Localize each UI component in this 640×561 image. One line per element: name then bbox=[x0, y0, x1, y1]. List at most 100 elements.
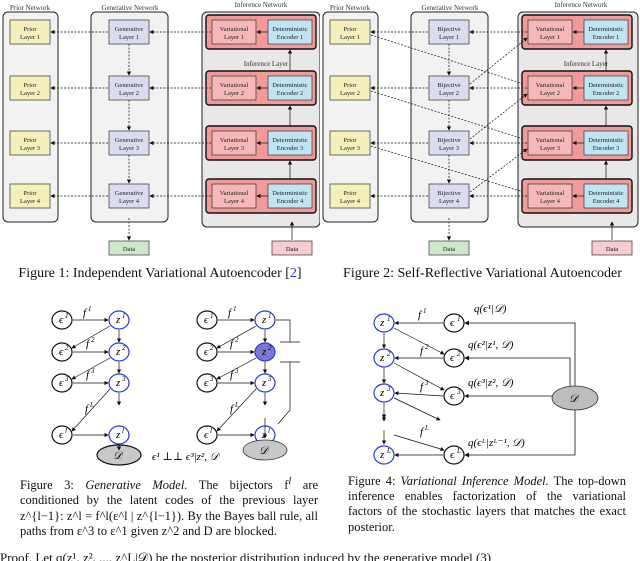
figure-2-caption: Figure 2: Self-Reflective Variational Au… bbox=[343, 266, 622, 281]
prior-layer-1-text: Prior bbox=[24, 26, 38, 33]
z-node-right-1 bbox=[254, 310, 276, 330]
prior-network-panel-2 bbox=[322, 11, 379, 223]
z-node-right-2-label: z bbox=[261, 346, 267, 358]
deterministic-encoder-1-text: Encoder 1 bbox=[593, 34, 620, 41]
bijective-layer-3 bbox=[428, 130, 470, 156]
epsilon-node-right-1-sup: 1 bbox=[210, 312, 214, 320]
z-node-2-sup: 2 bbox=[122, 344, 126, 352]
epsilon-node-right-2 bbox=[196, 342, 218, 362]
z-node-1-label: z bbox=[115, 314, 121, 326]
variational-layer-3-text: Variational bbox=[536, 137, 565, 144]
data-box-generative bbox=[108, 240, 150, 256]
generative-network-title: Generative Network bbox=[102, 4, 159, 12]
bijective-layer-2-text: Layer 2 bbox=[439, 90, 459, 97]
z-node-l bbox=[108, 425, 130, 445]
epsilon-node-right-3-label: ϵ bbox=[204, 377, 209, 389]
deterministic-encoder-2-text: Deterministic bbox=[272, 82, 307, 89]
q-path-2 bbox=[464, 355, 571, 386]
deterministic-encoder-4-text: Encoder 4 bbox=[277, 198, 304, 205]
arrow bbox=[71, 325, 111, 349]
z-node-2 bbox=[373, 348, 395, 368]
prior-layer-1 bbox=[329, 19, 371, 45]
generative-network-panel-2 bbox=[410, 11, 489, 223]
z-node-2-sup: 2 bbox=[387, 350, 391, 358]
q-path-L bbox=[464, 410, 576, 458]
generative-layer-1 bbox=[108, 19, 150, 45]
epsilon-node-3-sup: 3 bbox=[456, 388, 461, 396]
bijector-sup: 1 bbox=[233, 305, 237, 313]
prior-layer-4-text: Layer 4 bbox=[340, 198, 361, 205]
arrow bbox=[370, 145, 528, 195]
variational-layer-2 bbox=[211, 75, 257, 101]
variational-layer-1-text: Variational bbox=[220, 26, 249, 33]
prior-layer-4-text: Prior bbox=[24, 190, 38, 197]
arrow bbox=[370, 34, 528, 86]
variational-layer-4-text: Layer 4 bbox=[540, 198, 561, 205]
z-node-3-sup: 3 bbox=[386, 385, 391, 393]
epsilon-node-1-sup: 1 bbox=[65, 312, 69, 320]
epsilon-node-2-sup: 2 bbox=[65, 344, 69, 352]
generative-layer-4 bbox=[108, 183, 150, 209]
bijector-sup: 2 bbox=[91, 336, 95, 344]
epsilon-node-1 bbox=[443, 313, 465, 333]
epsilon-node-right-1 bbox=[196, 310, 218, 330]
epsilon-node-1 bbox=[51, 310, 73, 330]
deterministic-encoder-4-text: Deterministic bbox=[588, 190, 623, 197]
bijector-sup: L bbox=[89, 401, 94, 409]
z-node-right-1-sup: 1 bbox=[268, 312, 272, 320]
arrow bbox=[71, 357, 111, 380]
bijector-sup: 2 bbox=[235, 336, 239, 344]
epsilon-node-3 bbox=[51, 373, 73, 393]
prior-layer-4 bbox=[9, 183, 51, 209]
variational-layer-2-text: Layer 2 bbox=[224, 90, 244, 97]
arrow bbox=[393, 434, 445, 452]
arrow bbox=[469, 93, 528, 140]
bijective-layer-1-text: Bijective bbox=[437, 26, 461, 33]
z-node-right-l-label: z bbox=[261, 429, 267, 441]
variational-layer-3-text: Layer 3 bbox=[540, 145, 560, 152]
epsilon-node-right-l-label: ϵ bbox=[204, 429, 209, 441]
epsilon-node-3 bbox=[443, 386, 465, 406]
epsilon-node-3-sup: 3 bbox=[64, 375, 69, 383]
z-node-3 bbox=[108, 373, 130, 393]
bijector-label: f bbox=[420, 381, 425, 393]
z-node-L bbox=[373, 445, 395, 465]
variational-layer-4-text: Variational bbox=[536, 190, 565, 197]
variational-layer-2-text: Variational bbox=[220, 82, 249, 89]
z-node-1 bbox=[108, 310, 130, 330]
variational-layer-3 bbox=[527, 130, 573, 156]
epsilon-node-3-label: ϵ bbox=[59, 377, 64, 389]
z-node-L-label: z bbox=[379, 449, 385, 461]
arrow bbox=[394, 391, 444, 397]
epsilon-node-L-label: ϵ bbox=[450, 449, 455, 461]
prior-layer-2 bbox=[329, 75, 371, 101]
z-node-l-label: z bbox=[115, 429, 121, 441]
epsilon-node-2 bbox=[51, 342, 73, 362]
arrow bbox=[393, 327, 445, 355]
epsilon-node-2-sup: 2 bbox=[457, 350, 461, 358]
z-node-3-label: z bbox=[379, 387, 385, 399]
generative-layer-4-text: Layer 4 bbox=[119, 198, 140, 205]
data-label-generative: Data bbox=[123, 246, 135, 253]
bijector-label: f bbox=[230, 403, 235, 415]
variational-layer-1 bbox=[211, 19, 257, 45]
data-label-inference-2: Data bbox=[606, 246, 618, 253]
variational-layer-2-text: Variational bbox=[536, 82, 565, 89]
z-node-right-2-sup: 2 bbox=[268, 344, 272, 352]
arrow bbox=[216, 357, 257, 380]
generative-layer-2-text: Generative bbox=[115, 82, 144, 89]
z-node-3-sup: 3 bbox=[121, 375, 126, 383]
prior-layer-3-text: Prior bbox=[344, 137, 358, 144]
q-label-3: q(ϵ³|z², 𝒟) bbox=[468, 377, 514, 389]
epsilon-node-right-l-sup: l bbox=[210, 427, 212, 435]
z-node-1-sup: 1 bbox=[122, 312, 126, 320]
epsilon-node-right-3 bbox=[196, 373, 218, 393]
deterministic-encoder-3-text: Deterministic bbox=[272, 137, 307, 144]
variational-layer-2-text: Layer 2 bbox=[540, 90, 560, 97]
epsilon-node-right-1-label: ϵ bbox=[204, 314, 209, 326]
bijective-layer-4 bbox=[428, 183, 470, 209]
generative-network-title-2: Generative Network bbox=[422, 4, 479, 12]
deterministic-encoder-1-text: Deterministic bbox=[272, 26, 307, 33]
z-node-1-sup: 1 bbox=[387, 315, 391, 323]
